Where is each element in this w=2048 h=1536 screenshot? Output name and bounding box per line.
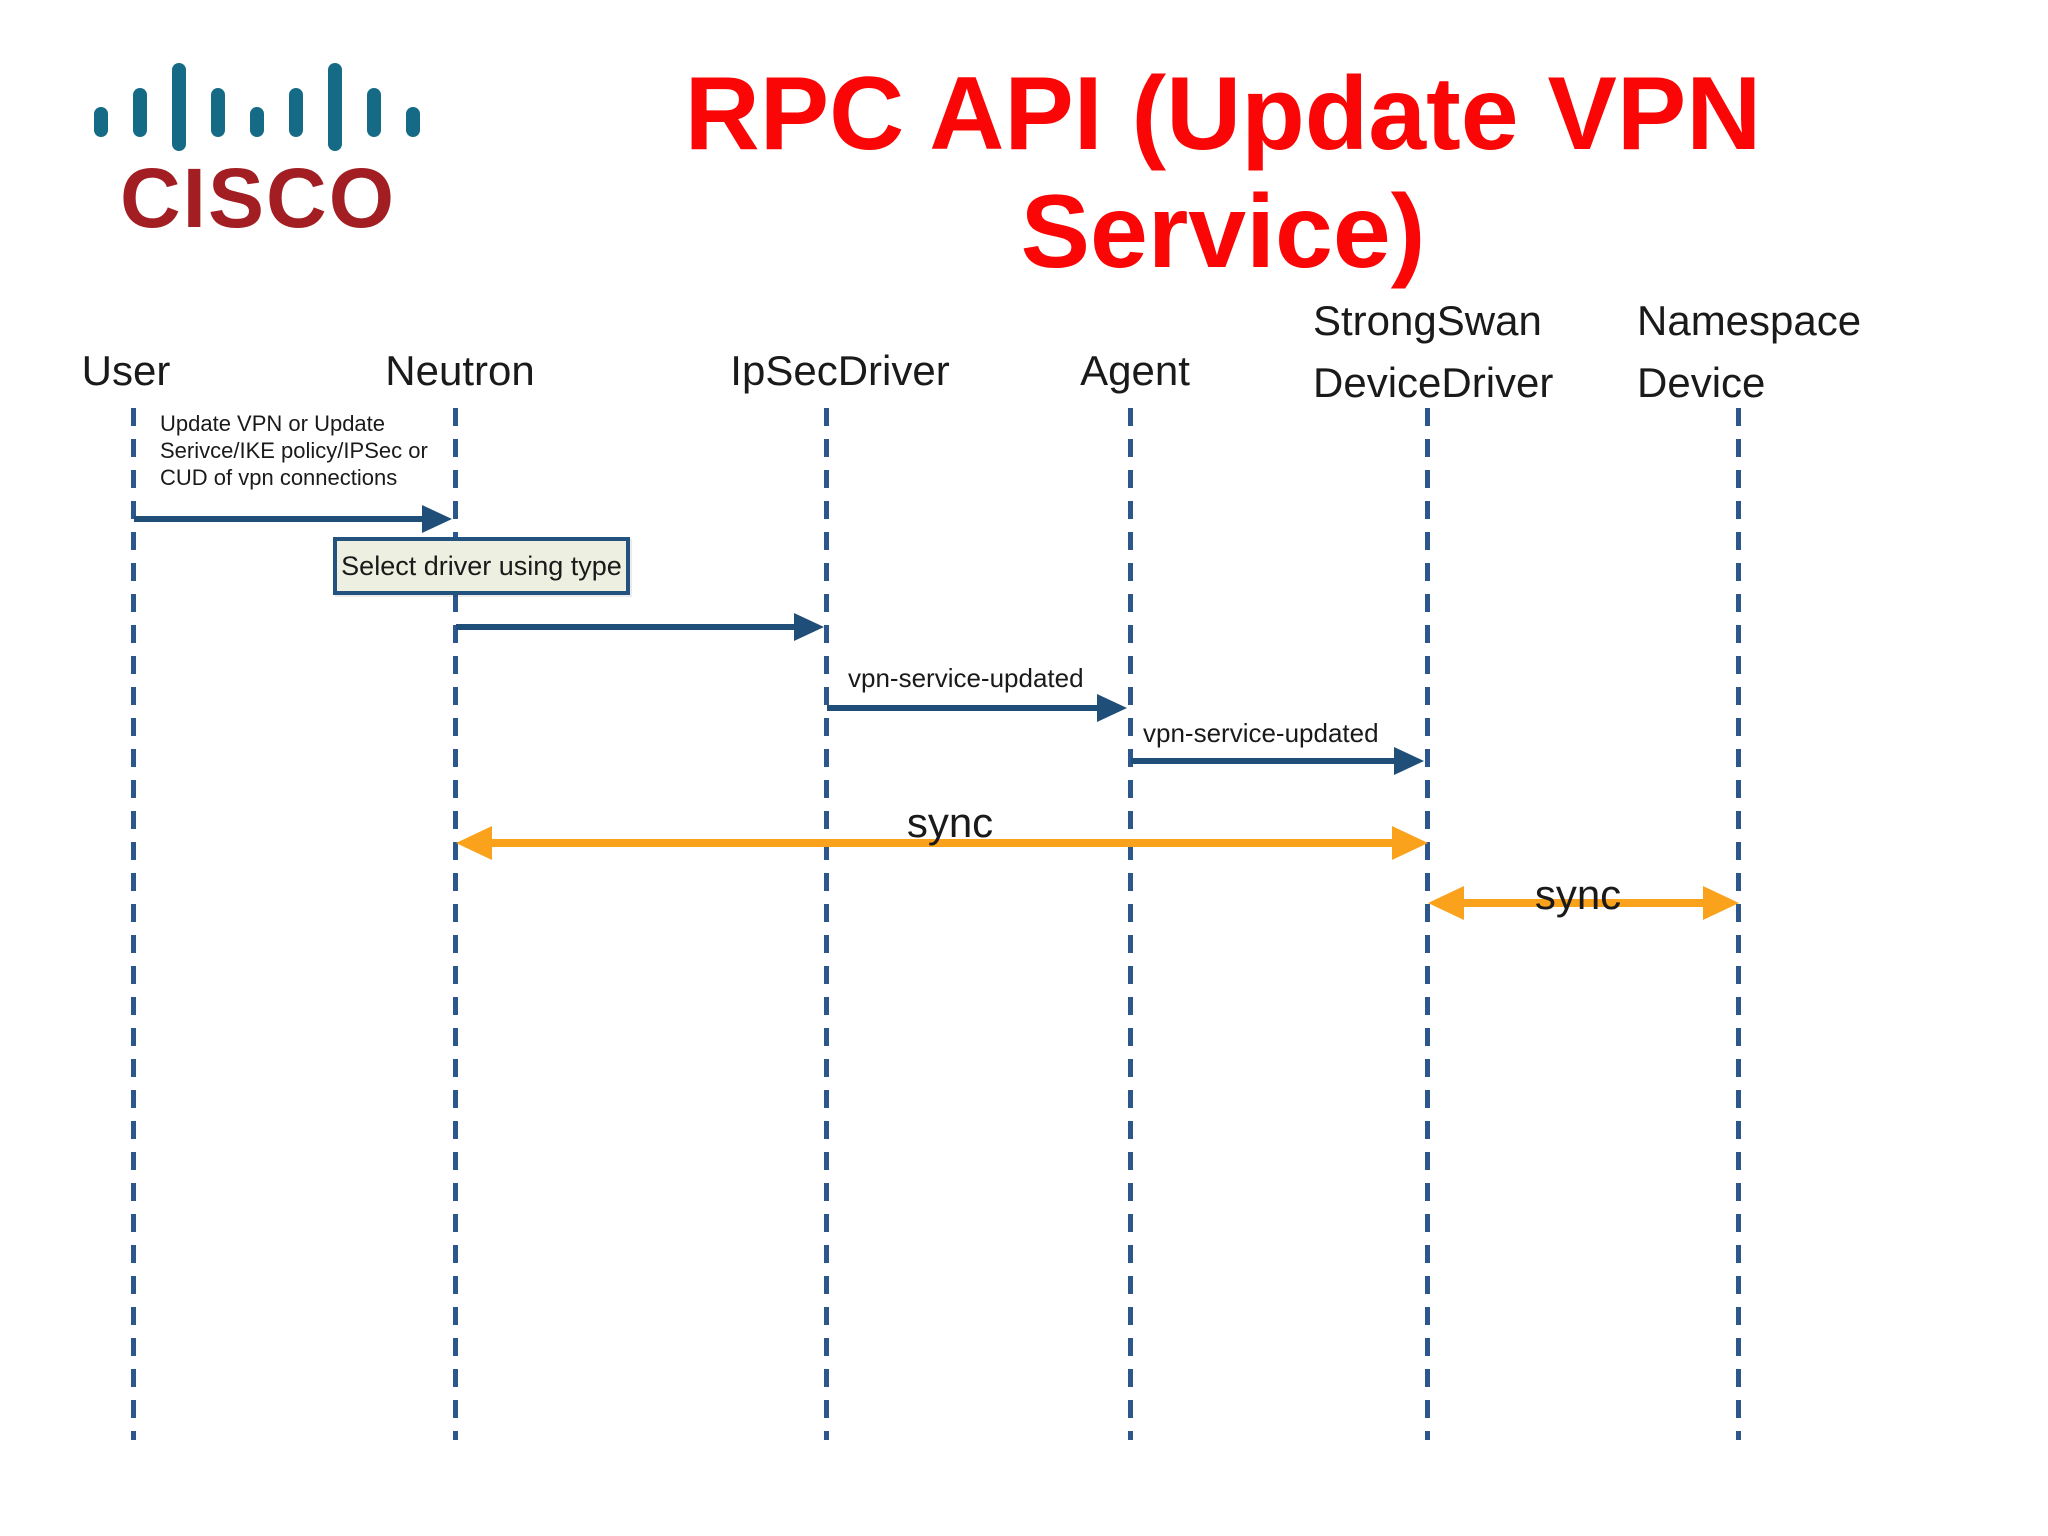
actor-label-neutron: Neutron [385, 347, 535, 394]
arrowhead-left-icon [1428, 886, 1464, 920]
cisco-logo: CISCO [0, 0, 460, 260]
page-title-line2: Service) [1020, 173, 1426, 290]
note-select-driver: Select driver using type [333, 537, 630, 595]
actor-label-agent: Agent [1080, 347, 1190, 394]
actor-label-namespace-device: Namespace Device [1637, 290, 1861, 414]
lifeline-agent [1128, 408, 1133, 1440]
actor-label-devicedriver: DeviceDriver [1313, 359, 1554, 406]
lifeline-strongswan-devicedriver [1425, 408, 1430, 1440]
arrowhead-right-icon [1703, 886, 1739, 920]
arrowhead-right-icon [1392, 826, 1428, 860]
cisco-wordmark: CISCO [120, 151, 397, 245]
message-label-update-vpn: Update VPN or Update Serivce/IKE policy/… [160, 411, 428, 490]
actor-label-strongswan: StrongSwan [1313, 297, 1542, 344]
actor-label-strongswan-devicedriver: StrongSwan DeviceDriver [1313, 290, 1553, 414]
arrowhead-icon [794, 613, 824, 641]
actor-label-user: User [81, 347, 171, 394]
message-label-vpn-service-updated-1: vpn-service-updated [848, 663, 1084, 693]
page-title: RPC API (Update VPN Service) [683, 56, 1763, 291]
arrowhead-left-icon [456, 826, 492, 860]
lifeline-user [131, 408, 136, 1440]
page-title-line1: RPC API (Update VPN [684, 56, 1762, 172]
arrowhead-icon [1394, 747, 1424, 775]
actor-label-namespace: Namespace [1637, 297, 1862, 344]
arrowhead-icon [1097, 694, 1127, 722]
actor-label-device: Device [1637, 359, 1766, 406]
arrowhead-icon [422, 505, 452, 533]
sync-label-neutron-strongswan: sync [906, 799, 994, 846]
actor-label-ipsecdriver: IpSecDriver [730, 347, 950, 394]
lifeline-neutron [453, 408, 458, 1440]
message-label-vpn-service-updated-2: vpn-service-updated [1143, 718, 1379, 748]
sync-label-strongswan-namespace: sync [1534, 871, 1622, 918]
lifeline-namespace-device [1736, 408, 1741, 1440]
lifeline-ipsecdriver [824, 408, 829, 1440]
